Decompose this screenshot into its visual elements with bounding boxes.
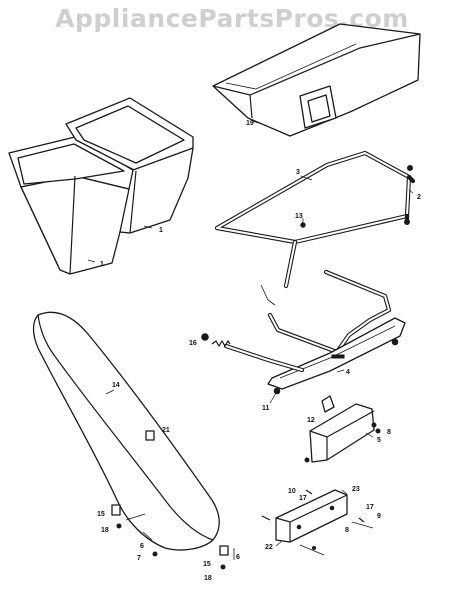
callout-10: 10 [288, 488, 296, 495]
part-4-support-frame [201, 269, 406, 404]
part-5-bracket [304, 395, 381, 463]
callout-4: 4 [346, 369, 350, 376]
callout-6-right: 6 [236, 554, 240, 561]
chute-mount-hardware [111, 504, 235, 570]
callout-6-left: 6 [140, 543, 144, 550]
callout-15-left: 15 [97, 511, 105, 518]
callout-17-upper: 17 [299, 495, 307, 502]
callout-12: 12 [307, 417, 315, 424]
callout-1-left: 1 [100, 261, 104, 268]
callout-3: 3 [296, 169, 300, 176]
callout-15-right: 15 [203, 561, 211, 568]
callout-17-lower: 17 [366, 504, 374, 511]
part-19-top-cover [212, 23, 421, 137]
part-23-brace [261, 489, 374, 556]
callout-7: 7 [137, 555, 141, 562]
callout-11: 11 [262, 405, 270, 412]
part-1-grass-bag-left [8, 136, 134, 275]
callout-22: 22 [265, 544, 273, 551]
callout-5: 5 [377, 437, 381, 444]
part-1-grass-bag-right [65, 97, 194, 234]
part-14-discharge-chute [32, 311, 220, 551]
callout-8-upper: 8 [387, 429, 391, 436]
callout-16: 16 [189, 340, 197, 347]
callout-14: 14 [112, 382, 120, 389]
callout-18-right: 18 [204, 575, 212, 582]
callout-2: 2 [417, 194, 421, 201]
callout-18-left: 18 [101, 527, 109, 534]
callout-8-lower: 8 [345, 527, 349, 534]
callout-labels: 19 1 1 3 2 13 16 4 11 14 12 8 5 21 10 17… [97, 120, 421, 582]
callout-13: 13 [295, 213, 303, 220]
callout-1-right: 1 [159, 227, 163, 234]
callout-23: 23 [352, 486, 360, 493]
part-3-bag-frame [214, 150, 416, 289]
callout-19: 19 [246, 120, 254, 127]
callout-21: 21 [162, 427, 170, 434]
callout-9: 9 [377, 513, 381, 520]
